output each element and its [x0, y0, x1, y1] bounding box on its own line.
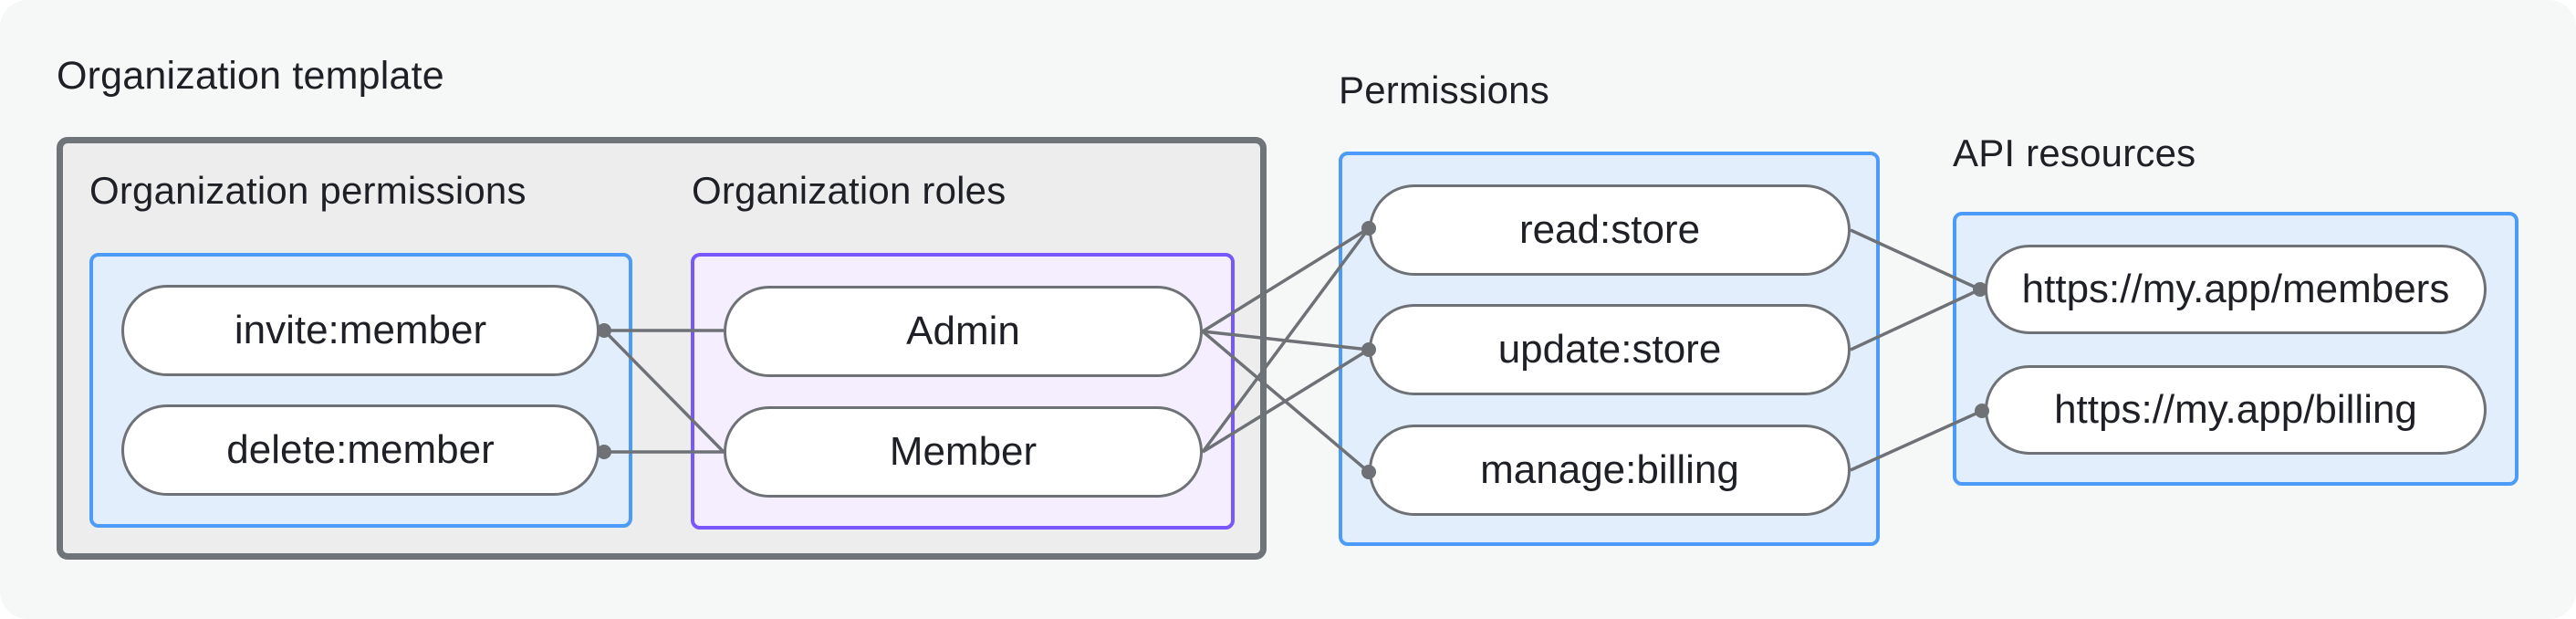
pill-read-store: read:store: [1369, 184, 1851, 276]
organization-roles-title: Organization roles: [692, 169, 1006, 212]
pill-admin: Admin: [724, 286, 1203, 377]
pill-api-billing: https://my.app/billing: [1985, 365, 2487, 455]
pill-api-members: https://my.app/members: [1985, 245, 2487, 334]
pill-update-store: update:store: [1369, 304, 1851, 395]
pill-delete-member: delete:member: [121, 404, 600, 496]
api-resources-title: API resources: [1953, 131, 2196, 174]
organization-template-title: Organization template: [57, 54, 444, 98]
pill-member: Member: [724, 406, 1203, 498]
organization-permissions-title: Organization permissions: [89, 169, 527, 212]
pill-invite-member: invite:member: [121, 285, 600, 376]
permissions-title: Permissions: [1339, 68, 1549, 111]
pill-manage-billing: manage:billing: [1369, 425, 1851, 516]
